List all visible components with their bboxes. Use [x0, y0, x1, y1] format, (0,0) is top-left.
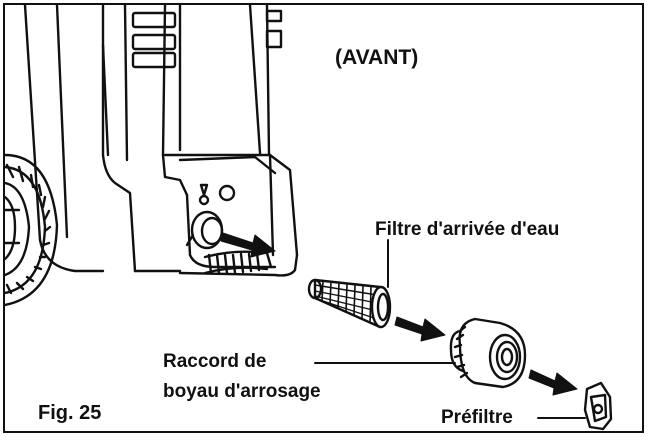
- figure-frame: (AVANT) Filtre d'arrivée d'eau Raccord d…: [3, 3, 644, 433]
- hose-coupler-label: Raccord de boyau d'arrosage: [163, 347, 321, 407]
- figure-number: Fig. 25: [38, 402, 102, 424]
- prefilter-part: [537, 381, 613, 431]
- machine-body: [23, 5, 299, 277]
- inlet-filter-label: Filtre d'arrivée d'eau: [375, 219, 560, 240]
- prefilter-label: Préfiltre: [441, 407, 513, 428]
- hose-coupler-label-line1: Raccord de: [163, 351, 267, 372]
- direction-arrows: [220, 232, 578, 396]
- pressure-washer-illustration: [5, 5, 613, 431]
- wheel: [5, 153, 59, 307]
- hose-coupler-label-line2: boyau d'arrosage: [163, 381, 321, 402]
- hose-coupler: [314, 317, 527, 389]
- front-label: (AVANT): [335, 46, 419, 69]
- inlet-filter: [307, 239, 392, 329]
